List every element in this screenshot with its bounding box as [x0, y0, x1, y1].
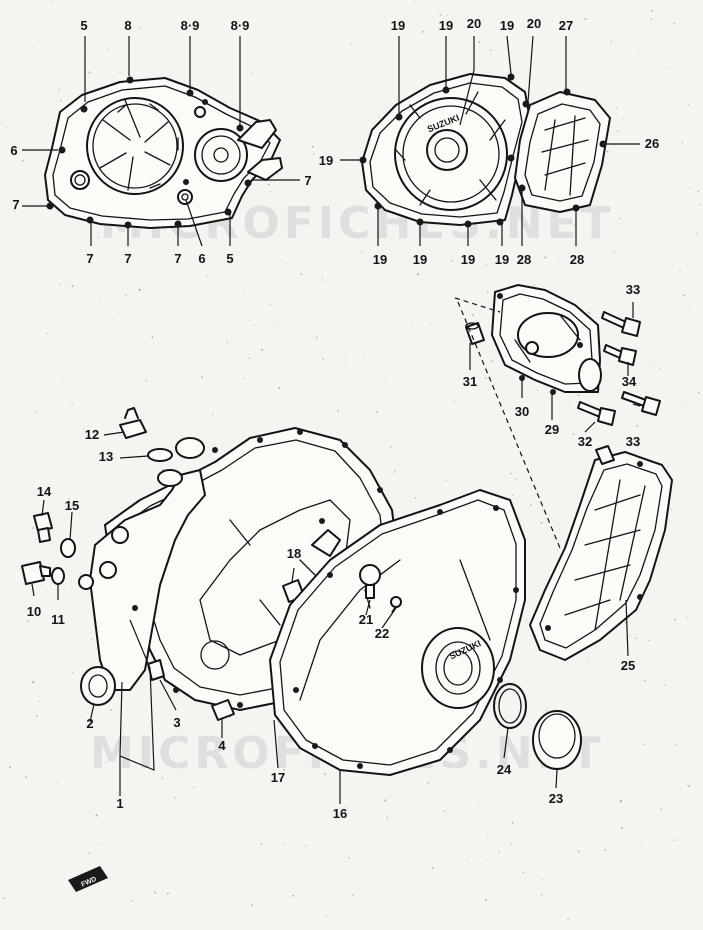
callout-label: 17 — [271, 770, 285, 785]
callout-label: 26 — [645, 136, 659, 151]
leader-lines — [22, 35, 641, 804]
bolts-group — [577, 311, 661, 426]
callout-label: 7 — [124, 251, 131, 266]
sprocket-cover-top — [514, 88, 611, 213]
oil-fill-plug — [119, 407, 173, 462]
drain-plugs — [21, 512, 76, 585]
callout-label: 5 — [226, 251, 233, 266]
callout-label: 7 — [174, 251, 181, 266]
callout-label: 33 — [626, 434, 640, 449]
callout-label: 28 — [517, 252, 531, 267]
callout-label: 28 — [570, 252, 584, 267]
callout-label: 32 — [578, 434, 592, 449]
callout-label: 15 — [65, 498, 79, 513]
callout-label: 7 — [12, 197, 19, 212]
callout-label: 29 — [545, 422, 559, 437]
callout-label: 1 — [116, 796, 123, 811]
callout-label: 19 — [439, 18, 453, 33]
callout-label: 19 — [373, 252, 387, 267]
callout-label: 7 — [304, 173, 311, 188]
callout-label: 19 — [495, 252, 509, 267]
callout-label: 25 — [621, 658, 635, 673]
callout-label: 4 — [218, 738, 226, 753]
callout-label: 6 — [198, 251, 205, 266]
callout-label: 8·9 — [231, 18, 250, 33]
callout-label: 6 — [10, 143, 17, 158]
callout-label: 8 — [124, 18, 131, 33]
callout-label: 16 — [333, 806, 347, 821]
callout-label: 19 — [461, 252, 475, 267]
callout-label: 21 — [359, 612, 373, 627]
callout-label: 20 — [527, 16, 541, 31]
callout-label: 30 — [515, 404, 529, 419]
callout-label: 8·9 — [181, 18, 200, 33]
callout-label: 7 — [86, 251, 93, 266]
assembly-leader — [454, 297, 561, 549]
callout-label: 11 — [51, 612, 65, 627]
callout-label: 23 — [549, 791, 563, 806]
oil-seal — [80, 666, 116, 706]
callout-label: 22 — [375, 626, 389, 641]
sprocket-housing — [465, 284, 602, 395]
callout-label: 19 — [413, 252, 427, 267]
callout-label: 5 — [80, 18, 87, 33]
callout-labels: 5 8 8·9 8·9 6 7 7 7 7 7 6 5 19 19 20 19 20 27 19 26 19 19 19 19… — [10, 16, 659, 821]
o-ring — [493, 683, 527, 729]
callout-label: 20 — [467, 16, 481, 31]
sprocket-cover — [529, 445, 673, 661]
callout-label: 14 — [37, 484, 52, 499]
callout-label: 19 — [319, 153, 333, 168]
callout-label: 34 — [622, 374, 637, 389]
callout-label: 27 — [559, 18, 573, 33]
clutch-cover: SUZUKI — [269, 489, 526, 776]
callout-label: 31 — [463, 374, 477, 389]
front-arrow-icon: FWD — [68, 866, 108, 892]
cap-plug — [532, 710, 582, 770]
callout-label: 12 — [85, 427, 99, 442]
callout-label: 33 — [626, 282, 640, 297]
callout-label: 13 — [99, 449, 113, 464]
right-top-cover: SUZUKI — [359, 73, 531, 228]
callout-label: 3 — [173, 715, 180, 730]
callout-label: 24 — [497, 762, 512, 777]
left-generator-cover — [44, 76, 283, 229]
callout-label: 19 — [391, 18, 405, 33]
callout-label: 19 — [500, 18, 514, 33]
callout-label: 10 — [27, 604, 41, 619]
callout-label: 2 — [86, 716, 93, 731]
callout-label: 18 — [287, 546, 301, 561]
